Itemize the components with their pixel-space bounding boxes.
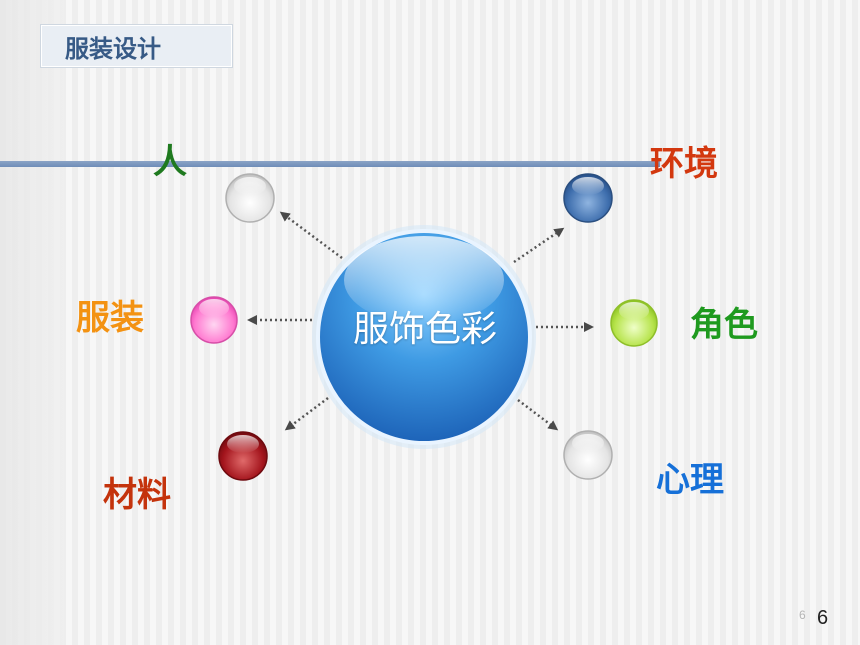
page-number: 6: [817, 607, 829, 629]
page-number-small: 6: [799, 608, 806, 622]
arrow-to-huanjing: [513, 227, 565, 264]
center-label: 服饰色彩: [352, 309, 497, 350]
ball-cailiao: [218, 431, 268, 481]
slide-title: 服装设计: [40, 24, 233, 68]
ball-fuzhuang: [190, 296, 238, 344]
divider-line: [0, 161, 660, 167]
ball-huanjing: [563, 173, 613, 223]
arrow-to-cailiao: [284, 397, 329, 431]
left-margin-shade: [0, 0, 64, 645]
arrow-to-xinli: [517, 399, 559, 431]
node-label-fuzhuang: 服装: [76, 298, 144, 338]
ball-xinli: [563, 430, 613, 480]
node-label-juese: 角色: [690, 305, 758, 345]
node-label-ren: 人: [153, 142, 187, 182]
center-node: [312, 225, 536, 449]
node-label-cailiao: 材料: [103, 475, 171, 515]
node-label-xinli: 心理: [656, 460, 724, 500]
node-label-huanjing: 环境: [650, 144, 718, 184]
arrow-to-ren: [279, 211, 343, 260]
ball-ren: [225, 173, 275, 223]
ball-juese: [610, 299, 658, 347]
